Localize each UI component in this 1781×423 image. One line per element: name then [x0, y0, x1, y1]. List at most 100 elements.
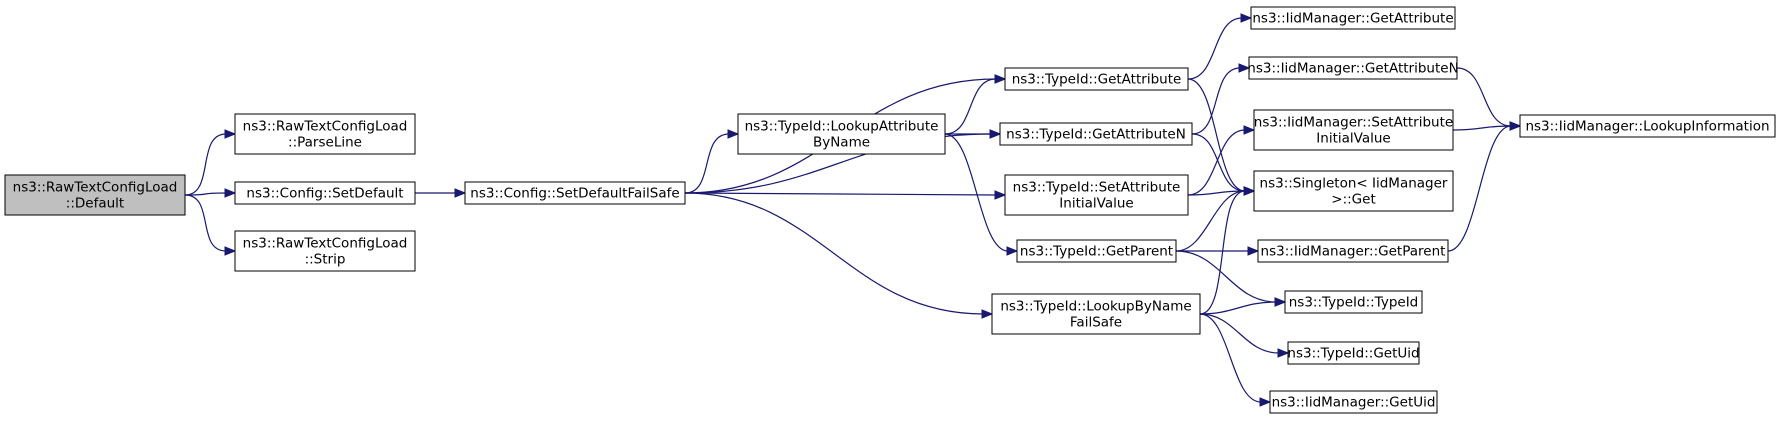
function-node[interactable]: ns3::RawTextConfigLoad::ParseLine — [234, 113, 416, 155]
function-node[interactable]: ns3::TypeId::GetParent — [1016, 239, 1177, 263]
function-node[interactable]: ns3::TypeId::TypeId — [1284, 290, 1423, 314]
edge-line — [944, 133, 1009, 252]
arrowhead — [224, 246, 237, 256]
call-edge — [1447, 121, 1522, 252]
call-edge — [1187, 125, 1256, 196]
node-box — [1253, 109, 1454, 151]
function-node[interactable]: ns3::RawTextConfigLoad::Default — [4, 174, 186, 216]
arrowhead — [1243, 186, 1256, 196]
call-edge — [184, 194, 237, 256]
node-box — [1253, 170, 1454, 212]
function-node[interactable]: ns3::IidManager::GetAttributeN — [1247, 56, 1459, 80]
node-label: ::Default — [66, 196, 124, 212]
function-node[interactable]: ns3::IidManager::GetAttribute — [1250, 6, 1456, 30]
node-label: FailSafe — [1070, 315, 1122, 331]
call-edge — [1187, 13, 1253, 80]
node-label: ns3::IidManager::GetAttributeN — [1247, 61, 1458, 77]
node-label: ns3::Config::SetDefaultFailSafe — [470, 186, 679, 202]
node-box — [999, 122, 1193, 146]
call-edge — [945, 129, 1002, 139]
edge-line — [944, 78, 997, 135]
call-edge — [1199, 313, 1290, 358]
function-node[interactable]: ns3::Config::SetDefault — [234, 181, 416, 205]
call-edge — [1191, 63, 1251, 135]
node-label: InitialValue — [1059, 196, 1133, 212]
arrowhead — [981, 309, 994, 319]
arrowhead — [1277, 348, 1290, 358]
edge-line — [684, 133, 730, 194]
edge-line — [1175, 190, 1246, 252]
arrowhead — [1274, 297, 1287, 307]
call-edge — [1456, 67, 1522, 131]
call-edge — [415, 188, 467, 198]
call-edge — [684, 190, 1007, 200]
function-node[interactable]: ns3::RawTextConfigLoad::Strip — [234, 230, 416, 272]
edge-line — [1191, 67, 1241, 135]
node-label: ns3::TypeId::GetAttributeN — [1006, 127, 1186, 143]
node-label: ns3::TypeId::TypeId — [1289, 295, 1419, 311]
edge-line — [1175, 250, 1277, 303]
edge-line — [684, 192, 997, 196]
node-label: ns3::RawTextConfigLoad — [243, 119, 408, 135]
arrowhead — [1240, 13, 1253, 23]
arrowhead — [1509, 121, 1522, 131]
node-box — [1004, 174, 1189, 216]
function-node[interactable]: ns3::Singleton< IidManager>::Get — [1253, 170, 1454, 212]
arrowhead — [989, 129, 1002, 139]
node-label: ns3::Singleton< IidManager — [1260, 176, 1448, 192]
node-label: ::Strip — [305, 252, 346, 268]
node-box — [1519, 114, 1776, 138]
function-node[interactable]: ns3::Config::SetDefaultFailSafe — [464, 181, 686, 205]
call-edge — [1191, 133, 1256, 196]
node-label: ns3::IidManager::SetAttribute — [1254, 115, 1453, 131]
node-label: ns3::IidManager::GetUid — [1272, 395, 1436, 411]
edge-line — [184, 133, 227, 196]
node-label: ns3::Config::SetDefault — [246, 186, 403, 202]
node-label: ns3::RawTextConfigLoad — [13, 180, 178, 196]
node-label: ns3::TypeId::GetUid — [1287, 346, 1419, 362]
node-box — [234, 181, 416, 205]
node-box — [4, 174, 186, 216]
arrowhead — [1247, 246, 1260, 256]
function-node[interactable]: ns3::TypeId::GetAttribute — [1004, 67, 1189, 91]
node-label: ns3::IidManager::GetAttribute — [1252, 11, 1453, 27]
call-edge — [944, 74, 1007, 135]
edge-line — [1447, 125, 1512, 252]
node-box — [1250, 6, 1456, 30]
call-edge — [184, 188, 237, 198]
function-node[interactable]: ns3::IidManager::GetParent — [1257, 239, 1449, 263]
function-node[interactable]: ns3::IidManager::SetAttributeInitialValu… — [1253, 109, 1454, 151]
node-box — [1016, 239, 1177, 263]
function-node[interactable]: ns3::IidManager::LookupInformation — [1519, 114, 1776, 138]
function-node[interactable]: ns3::IidManager::GetUid — [1269, 390, 1438, 414]
node-box — [1004, 67, 1189, 91]
node-label: >::Get — [1331, 192, 1375, 208]
arrowhead — [224, 129, 237, 139]
node-box — [991, 293, 1201, 335]
edge-line — [1187, 78, 1246, 192]
edge-line — [1199, 313, 1280, 354]
function-node[interactable]: ns3::TypeId::GetAttributeN — [999, 122, 1193, 146]
arrowhead — [994, 190, 1007, 200]
node-box — [737, 113, 946, 155]
node-label: ::ParseLine — [288, 135, 362, 151]
node-layer: ns3::RawTextConfigLoad::Defaultns3::RawT… — [4, 6, 1776, 414]
node-box — [234, 113, 416, 155]
node-box — [234, 230, 416, 272]
arrowhead — [1238, 63, 1251, 73]
call-edge — [944, 133, 1019, 256]
arrowhead — [1006, 246, 1019, 256]
function-node[interactable]: ns3::TypeId::GetUid — [1287, 341, 1420, 365]
node-box — [1284, 290, 1423, 314]
call-edge — [1176, 246, 1260, 256]
arrowhead — [1243, 125, 1256, 135]
node-box — [1257, 239, 1449, 263]
node-label: ns3::IidManager::LookupInformation — [1525, 119, 1769, 135]
node-label: ByName — [813, 135, 870, 151]
node-box — [1269, 390, 1438, 414]
node-label: ns3::TypeId::LookupAttribute — [745, 119, 939, 135]
